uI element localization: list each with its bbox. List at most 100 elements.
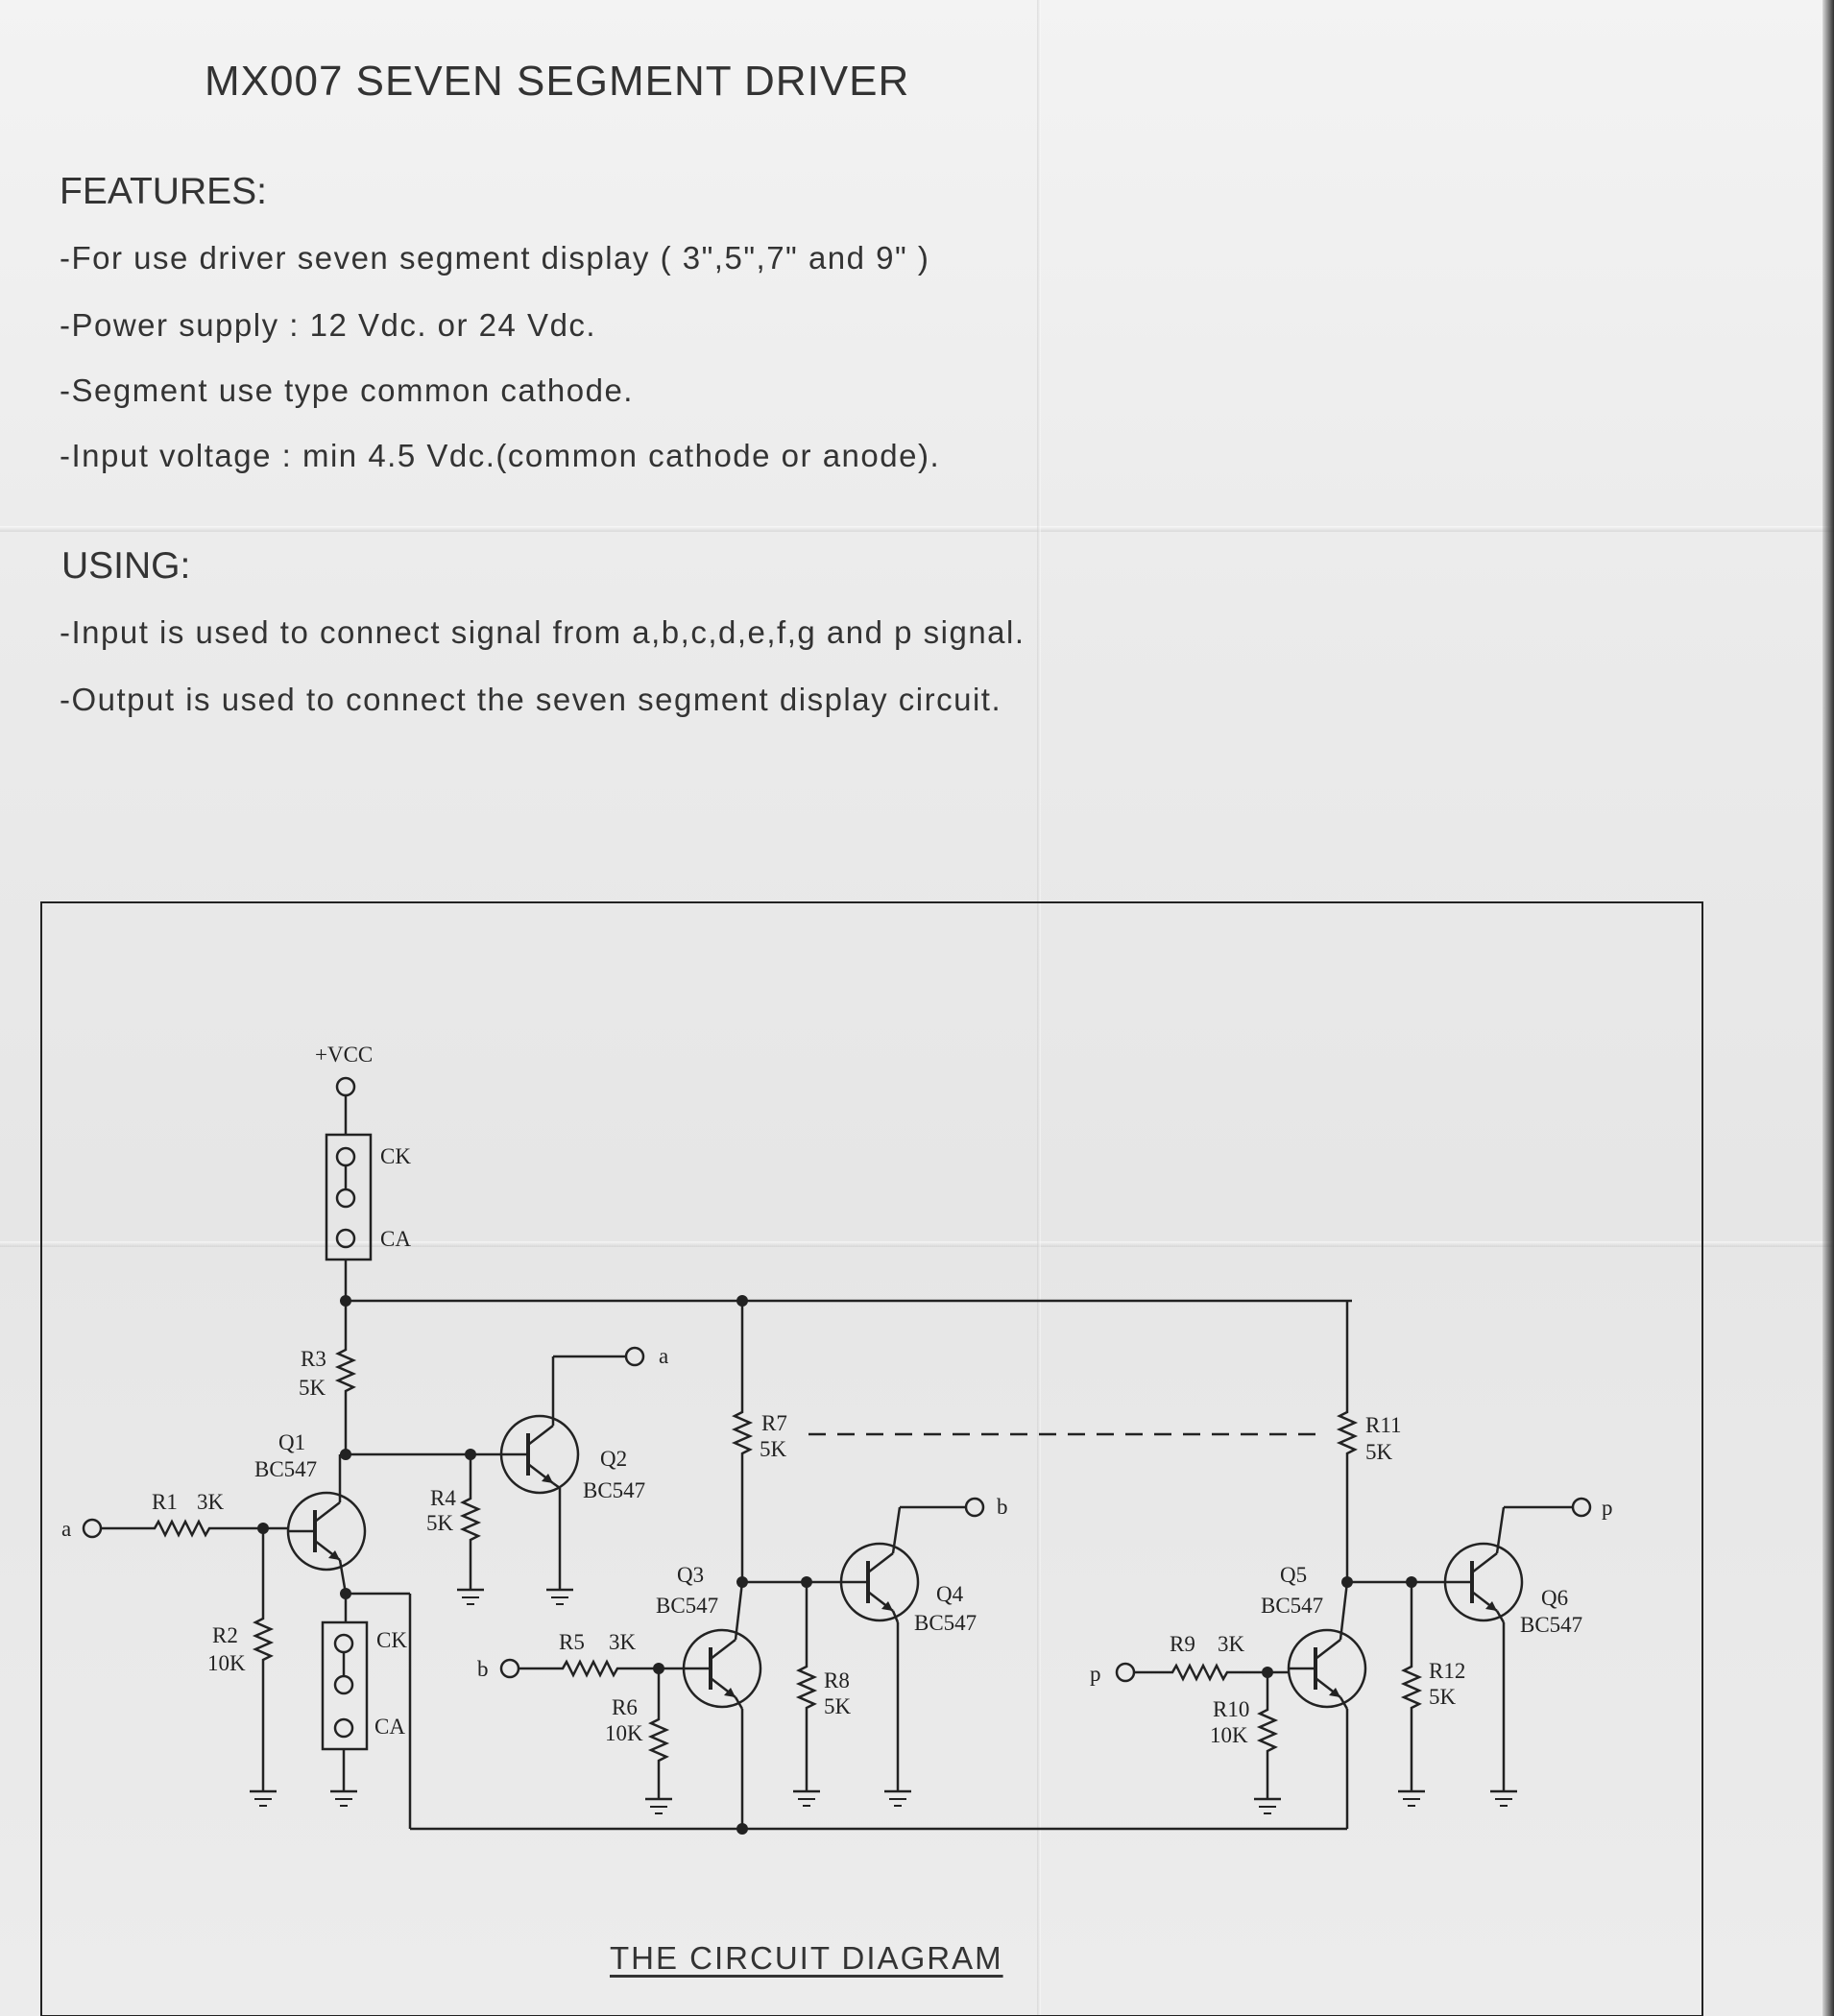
jumper-pin: [335, 1228, 356, 1249]
input-b-label: b: [477, 1657, 489, 1681]
diagram-border: [40, 901, 1703, 2016]
transistor-q6: [1443, 1542, 1524, 1622]
resistor-r7: [733, 1404, 752, 1461]
q5-name: Q5: [1280, 1563, 1307, 1587]
transistor-q1: [286, 1491, 367, 1572]
jumper-bottom-ca-label: CA: [374, 1715, 405, 1739]
r1-name: R1: [152, 1490, 178, 1514]
resistor-r3: [336, 1342, 355, 1399]
r7-value: 5K: [760, 1437, 787, 1461]
page-title: MX007 SEVEN SEGMENT DRIVER: [205, 58, 910, 105]
resistor-r9: [1165, 1664, 1236, 1681]
transistor-q4: [839, 1542, 920, 1622]
resistor-r11: [1338, 1404, 1357, 1461]
r11-value: 5K: [1365, 1440, 1393, 1464]
using-item: -Output is used to connect the seven seg…: [60, 682, 1002, 717]
using-item: -Input is used to connect signal from a,…: [60, 614, 1026, 650]
input-a-terminal: [82, 1518, 103, 1539]
ground-symbol: [544, 1582, 575, 1606]
resistor-r1: [147, 1520, 218, 1537]
feature-item: -Segment use type common cathode.: [60, 372, 634, 408]
transistor-q5: [1287, 1628, 1367, 1709]
paper-fold: [0, 526, 1834, 532]
jumper-top-ca-label: CA: [380, 1227, 411, 1251]
r5-name: R5: [559, 1630, 585, 1654]
input-b-terminal: [499, 1658, 520, 1679]
output-a-label: a: [659, 1344, 668, 1368]
q1-type: BC547: [254, 1457, 317, 1481]
jumper-top: [325, 1133, 373, 1261]
using-heading: USING:: [61, 545, 191, 587]
r3-value: 5K: [299, 1376, 326, 1400]
jumper-pin: [333, 1633, 354, 1654]
resistor-r6: [649, 1712, 668, 1768]
ground-symbol: [328, 1784, 359, 1808]
q4-name: Q4: [936, 1582, 964, 1606]
q5-type: BC547: [1261, 1594, 1323, 1618]
jumper-pin: [333, 1674, 354, 1695]
r1-value: 3K: [197, 1490, 225, 1514]
q1-name: Q1: [278, 1430, 305, 1454]
ground-symbol: [248, 1784, 278, 1808]
ground-symbol: [455, 1582, 486, 1606]
jumper-pin: [335, 1188, 356, 1209]
q6-type: BC547: [1520, 1613, 1582, 1637]
input-p-label: p: [1090, 1662, 1101, 1686]
q2-name: Q2: [600, 1447, 627, 1471]
q3-name: Q3: [677, 1563, 704, 1587]
q3-type: BC547: [656, 1594, 718, 1618]
r7-name: R7: [761, 1411, 787, 1435]
diagram-caption: THE CIRCUIT DIAGRAM: [610, 1940, 1003, 1976]
r11-name: R11: [1365, 1413, 1402, 1437]
r9-name: R9: [1170, 1632, 1195, 1656]
jumper-bottom: [321, 1620, 369, 1751]
resistor-r8: [797, 1659, 816, 1716]
output-b-terminal: [964, 1497, 985, 1518]
paper-fold: [1037, 0, 1041, 2016]
r4-value: 5K: [426, 1511, 454, 1535]
ground-symbol: [882, 1784, 913, 1808]
resistor-r2: [253, 1611, 273, 1668]
paper-fold: [0, 1241, 1834, 1247]
q2-type: BC547: [583, 1478, 645, 1502]
output-b-label: b: [997, 1495, 1008, 1519]
ground-symbol: [643, 1791, 674, 1815]
features-heading: FEATURES:: [60, 171, 267, 212]
r5-value: 3K: [609, 1630, 637, 1654]
output-a-terminal: [624, 1346, 645, 1367]
r10-value: 10K: [1210, 1723, 1248, 1747]
resistor-r12: [1402, 1659, 1421, 1716]
jumper-top-ck-label: CK: [380, 1144, 411, 1168]
output-p-label: p: [1602, 1496, 1613, 1520]
feature-item: -For use driver seven segment display ( …: [60, 240, 930, 276]
output-p-terminal: [1571, 1497, 1592, 1518]
r12-name: R12: [1429, 1659, 1465, 1683]
resistor-r4: [461, 1491, 480, 1548]
feature-item: -Input voltage : min 4.5 Vdc.(common cat…: [60, 438, 941, 473]
ground-symbol: [1252, 1791, 1283, 1815]
r6-value: 10K: [605, 1721, 643, 1745]
transistor-q2: [499, 1414, 580, 1495]
ground-symbol: [1396, 1784, 1427, 1808]
ground-symbol: [1488, 1784, 1519, 1808]
feature-item: -Power supply : 12 Vdc. or 24 Vdc.: [60, 307, 597, 343]
r9-value: 3K: [1218, 1632, 1245, 1656]
r3-name: R3: [301, 1347, 326, 1371]
r2-name: R2: [212, 1623, 238, 1647]
paper-edge: [1822, 0, 1834, 2016]
resistor-r10: [1258, 1702, 1277, 1759]
r2-value: 10K: [207, 1651, 246, 1675]
r4-name: R4: [430, 1486, 456, 1510]
q4-type: BC547: [914, 1611, 977, 1635]
vcc-terminal: [335, 1076, 356, 1097]
jumper-bottom-ck-label: CK: [376, 1628, 407, 1652]
input-p-terminal: [1115, 1662, 1136, 1683]
resistor-r5: [555, 1660, 626, 1677]
jumper-pin: [333, 1717, 354, 1739]
input-a-label: a: [61, 1517, 71, 1541]
q6-name: Q6: [1541, 1586, 1568, 1610]
r6-name: R6: [612, 1695, 638, 1719]
jumper-pin: [335, 1146, 356, 1167]
